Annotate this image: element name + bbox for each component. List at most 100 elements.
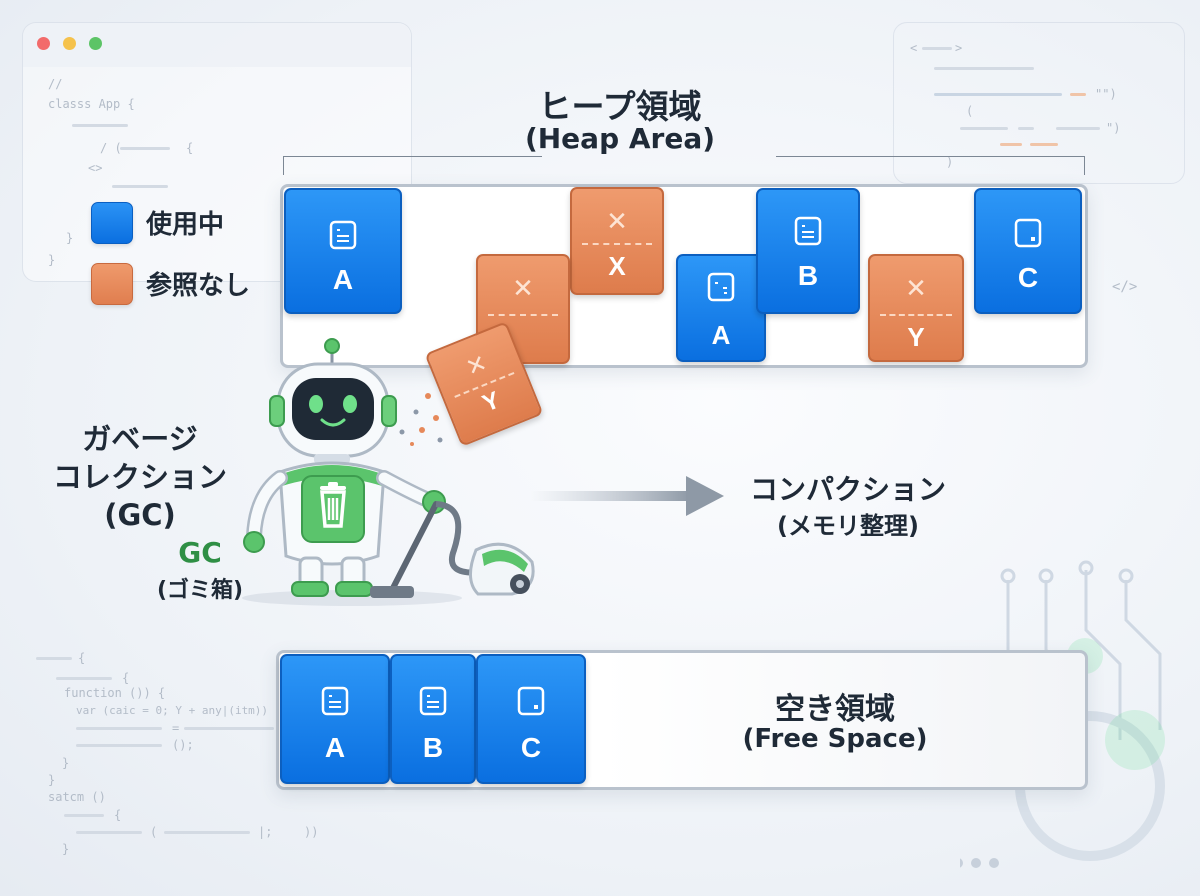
block-label: C	[1017, 262, 1039, 293]
code-text: / (	[100, 141, 122, 155]
document-icon	[321, 686, 349, 716]
code-line	[934, 67, 1034, 70]
block-label: A	[332, 264, 354, 295]
code-text: {	[186, 141, 194, 155]
code-text: "")	[1095, 87, 1117, 101]
gc-title-line: (GC)	[104, 498, 176, 532]
code-window-right-decoration	[893, 22, 1185, 184]
free-space-subtitle: (Free Space)	[742, 724, 928, 754]
code-line	[112, 185, 168, 188]
minimize-dot-icon	[63, 37, 76, 50]
document-icon	[794, 216, 822, 246]
compacted-block-c: C	[476, 654, 586, 784]
block-label: B	[422, 732, 444, 763]
code-text: (	[966, 104, 974, 118]
editor-title-bar	[23, 23, 411, 67]
code-line	[1070, 93, 1086, 96]
document-icon	[329, 220, 357, 250]
code-text: satcm ()	[48, 790, 106, 804]
legend-unreferenced-swatch	[91, 263, 133, 305]
code-line	[76, 727, 162, 730]
code-line	[76, 744, 162, 747]
code-text: }	[62, 756, 70, 770]
legend-unreferenced-label: 参照なし	[146, 271, 251, 301]
code-line	[56, 677, 112, 680]
code-text: //	[48, 77, 63, 91]
code-text: ")	[1106, 121, 1121, 135]
heap-area-title: ヒープ領域	[538, 87, 702, 126]
code-line	[960, 127, 1008, 130]
code-line	[64, 814, 104, 817]
code-text: ();	[172, 738, 194, 752]
code-line	[1000, 143, 1022, 146]
code-text: |;	[258, 825, 273, 839]
code-line	[1030, 143, 1058, 146]
heap-bracket-right	[776, 156, 1085, 175]
dashed-divider	[880, 314, 952, 316]
legend-in-use-swatch	[91, 202, 133, 244]
legend-in-use-label: 使用中	[146, 210, 225, 240]
dashed-divider	[582, 243, 652, 245]
gc-title: ガベージ コレクション (GC)	[40, 420, 240, 534]
heap-bracket-left	[283, 156, 542, 175]
code-line	[934, 93, 1062, 96]
heap-block-a-secondary: A	[676, 254, 766, 362]
debris-particles	[399, 393, 443, 446]
heap-block-y-unreferenced: ✕ Y	[868, 254, 964, 362]
maximize-dot-icon	[89, 37, 102, 50]
code-text: }	[66, 231, 74, 245]
heap-block-c: C	[974, 188, 1082, 314]
heap-block-x-unreferenced: ✕ X	[570, 187, 664, 295]
code-text: (	[150, 825, 158, 839]
code-line	[72, 124, 128, 127]
gc-bin-subtitle: (ゴミ箱)	[156, 578, 244, 603]
compaction-title: コンパクション	[749, 473, 946, 506]
block-label: X	[608, 251, 626, 281]
code-line	[164, 831, 250, 834]
code-line	[184, 727, 274, 730]
compacted-block-b: B	[390, 654, 476, 784]
code-text: }	[48, 773, 56, 787]
close-dot-icon	[37, 37, 50, 50]
trash-can-icon	[320, 482, 346, 528]
terminal-icon	[707, 272, 735, 302]
gc-title-line: コレクション	[52, 460, 227, 494]
code-text: {	[114, 808, 122, 822]
code-line	[36, 657, 72, 660]
code-text: function ()) {	[64, 686, 166, 700]
code-text: =	[172, 721, 180, 735]
code-text: var (caic = 0; Y + any|(itm))	[76, 704, 269, 717]
vacuum-cleaner-icon	[370, 501, 535, 598]
gc-bin-title: GC	[178, 536, 222, 569]
heap-block-a: A	[284, 188, 402, 314]
block-label: A	[324, 732, 346, 763]
code-text: >	[955, 41, 963, 55]
block-label: B	[797, 260, 819, 291]
frame-icon	[517, 686, 545, 716]
code-text: <	[910, 41, 918, 55]
heap-block-b: B	[756, 188, 860, 314]
x-mark-icon: ✕	[606, 207, 628, 237]
free-space-title: 空き領域	[775, 692, 895, 727]
code-line	[1056, 127, 1100, 130]
compaction-arrow-icon	[530, 476, 724, 516]
code-text: ))	[304, 825, 319, 839]
document-icon	[419, 686, 447, 716]
x-mark-icon: ✕	[512, 274, 534, 304]
gc-title-line: ガベージ	[82, 422, 198, 456]
code-line	[922, 47, 952, 50]
block-label: C	[520, 732, 542, 763]
frame-icon	[1014, 218, 1042, 248]
code-text: {	[122, 671, 130, 685]
code-text: }	[62, 842, 70, 856]
code-text: }	[48, 253, 56, 267]
block-label: A	[711, 320, 731, 350]
code-editor-window-decoration	[22, 22, 412, 282]
code-line	[1018, 127, 1034, 130]
block-label: Y	[907, 322, 925, 352]
code-text: classs App {	[48, 97, 135, 111]
heap-area-subtitle: (Heap Area)	[524, 122, 716, 155]
compaction-subtitle: (メモリ整理)	[777, 512, 919, 540]
code-text: {	[78, 651, 86, 665]
robot-icon	[242, 338, 535, 606]
